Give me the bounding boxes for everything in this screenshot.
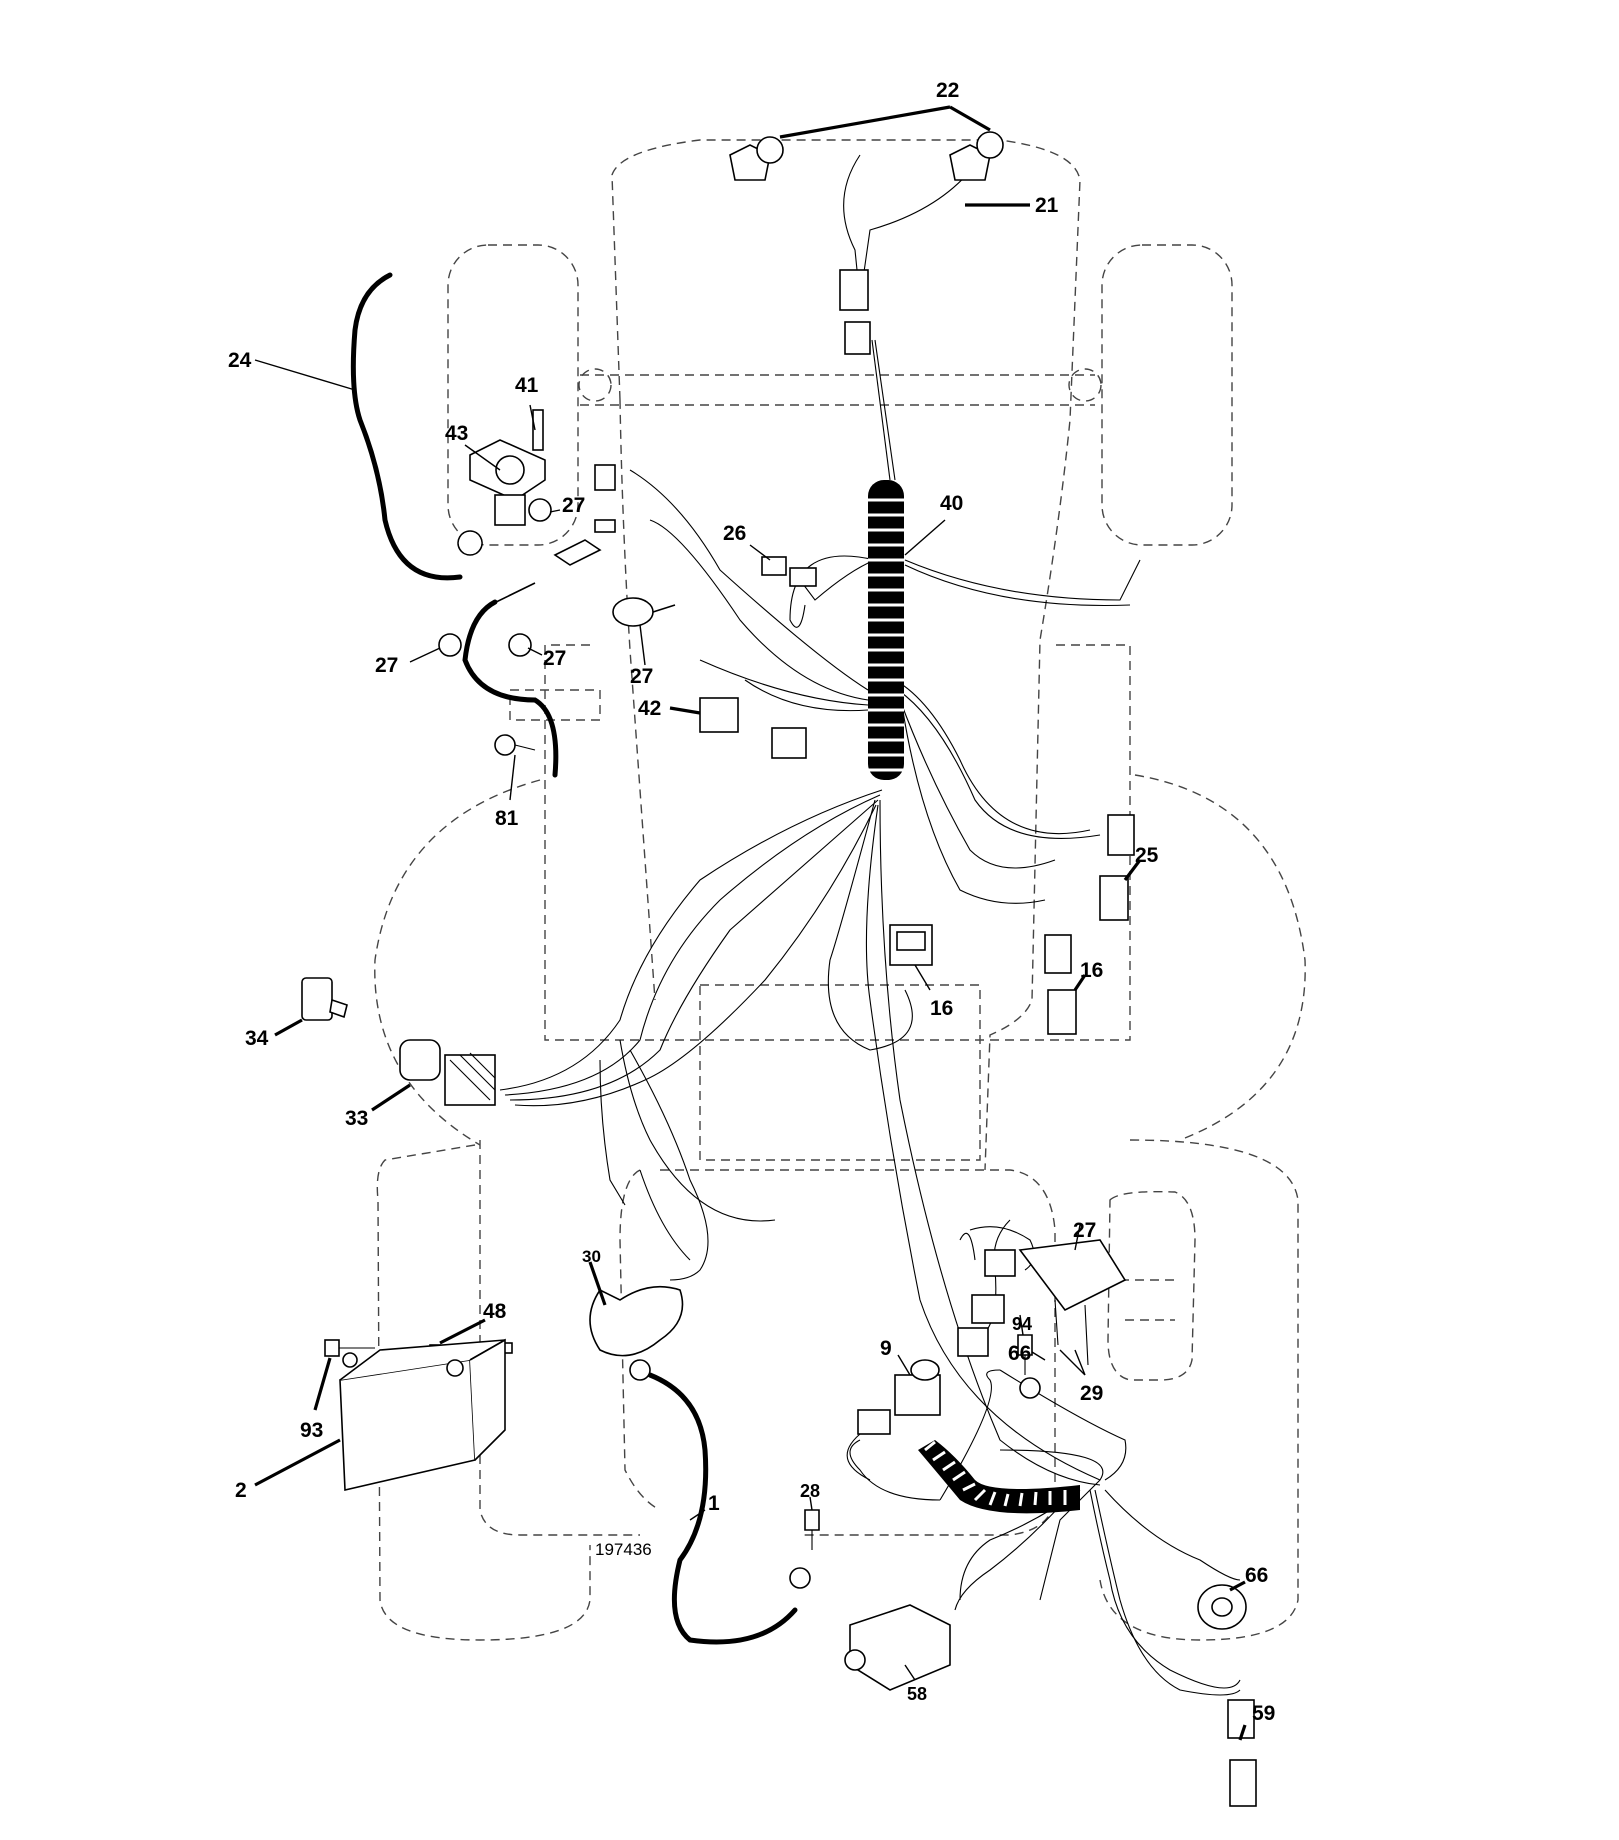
connector-26 — [761, 556, 817, 587]
solenoid-43 — [469, 409, 546, 526]
callout-29: 9 — [880, 1337, 892, 1360]
battery-cables — [350, 272, 798, 1645]
callout-93: 29 — [1080, 1382, 1103, 1405]
screw-66-lower — [804, 1509, 820, 1550]
callout-58: 66 — [1245, 1564, 1268, 1587]
switch-29 — [894, 1359, 941, 1416]
callout-81: 42 — [638, 697, 661, 720]
callout-33: 34 — [245, 1027, 269, 1050]
callout-27: 48 — [483, 1300, 507, 1323]
cable-24 — [350, 272, 463, 581]
switch-34 — [889, 924, 933, 966]
cable-25 — [462, 599, 559, 778]
callout-66: 28 — [800, 1481, 820, 1501]
callout-42: 27 — [630, 665, 653, 688]
buzzer-58 — [1197, 1584, 1247, 1630]
battery-1 — [339, 1338, 506, 1491]
connector-16-upper — [1099, 814, 1135, 921]
callout-labels: 22 21 24 41 43 27 27 40 26 27 27 42 81 2… — [228, 79, 1275, 1725]
headlight-assembly — [729, 131, 1004, 355]
wire-loom-40 — [868, 480, 904, 780]
wire-loom-rear — [918, 1440, 1080, 1514]
callout-22: 22 — [936, 79, 959, 102]
connector-16-middle — [1044, 934, 1077, 1035]
tractor-outline — [374, 139, 1306, 1641]
small-parts-left — [553, 464, 676, 627]
ground-terminal — [1019, 1377, 1041, 1399]
callout-34: 16 — [930, 997, 953, 1020]
callout-41: 41 — [515, 374, 539, 397]
callout-2: 93 — [300, 1419, 323, 1442]
bolt-2 — [324, 1339, 375, 1357]
harness-wires — [499, 154, 1241, 1696]
ignition-switch-30 — [399, 1039, 496, 1106]
key-33 — [301, 977, 348, 1021]
connector-rear-left — [846, 1409, 891, 1481]
callout-16: 59 — [1252, 1702, 1275, 1725]
callout-59: 58 — [907, 1684, 927, 1704]
callout-48: 30 — [582, 1247, 601, 1266]
fasteners — [429, 498, 552, 1354]
callout-16: 25 — [1135, 844, 1159, 867]
callout-66: 94 — [1012, 1314, 1032, 1334]
ground-terminal-28 — [629, 1359, 811, 1589]
callout-30: 33 — [345, 1107, 368, 1130]
fuse-holder-48 — [589, 1285, 684, 1357]
module-59 — [844, 1604, 951, 1691]
screws-93 — [1054, 1299, 1089, 1366]
callout-27: 27 — [375, 654, 398, 677]
cable-28 — [647, 1372, 798, 1645]
callout-21: 21 — [1035, 194, 1059, 217]
interlock-94 — [957, 1239, 1127, 1357]
callout-27: 27 — [543, 647, 566, 670]
callout-24: 24 — [228, 349, 252, 372]
callout-43: 43 — [445, 422, 468, 445]
figure-code: 197436 — [595, 1540, 652, 1559]
callout-27: 27 — [562, 494, 585, 517]
callout-26: 26 — [723, 522, 746, 545]
relay-81 — [699, 697, 807, 759]
terminal-25 — [494, 734, 536, 756]
callout-28: 1 — [708, 1492, 720, 1515]
callout-25: 81 — [495, 807, 519, 830]
callout-1: 2 — [235, 1479, 247, 1502]
connector-16-lower — [1227, 1699, 1257, 1807]
callout-9: 66 — [1008, 1342, 1031, 1365]
callout-94: 27 — [1073, 1219, 1096, 1242]
screw-66-upper — [1017, 1334, 1033, 1375]
callout-16: 16 — [1080, 959, 1103, 982]
leader-lines — [254, 105, 1247, 1741]
callout-40: 40 — [940, 492, 963, 515]
